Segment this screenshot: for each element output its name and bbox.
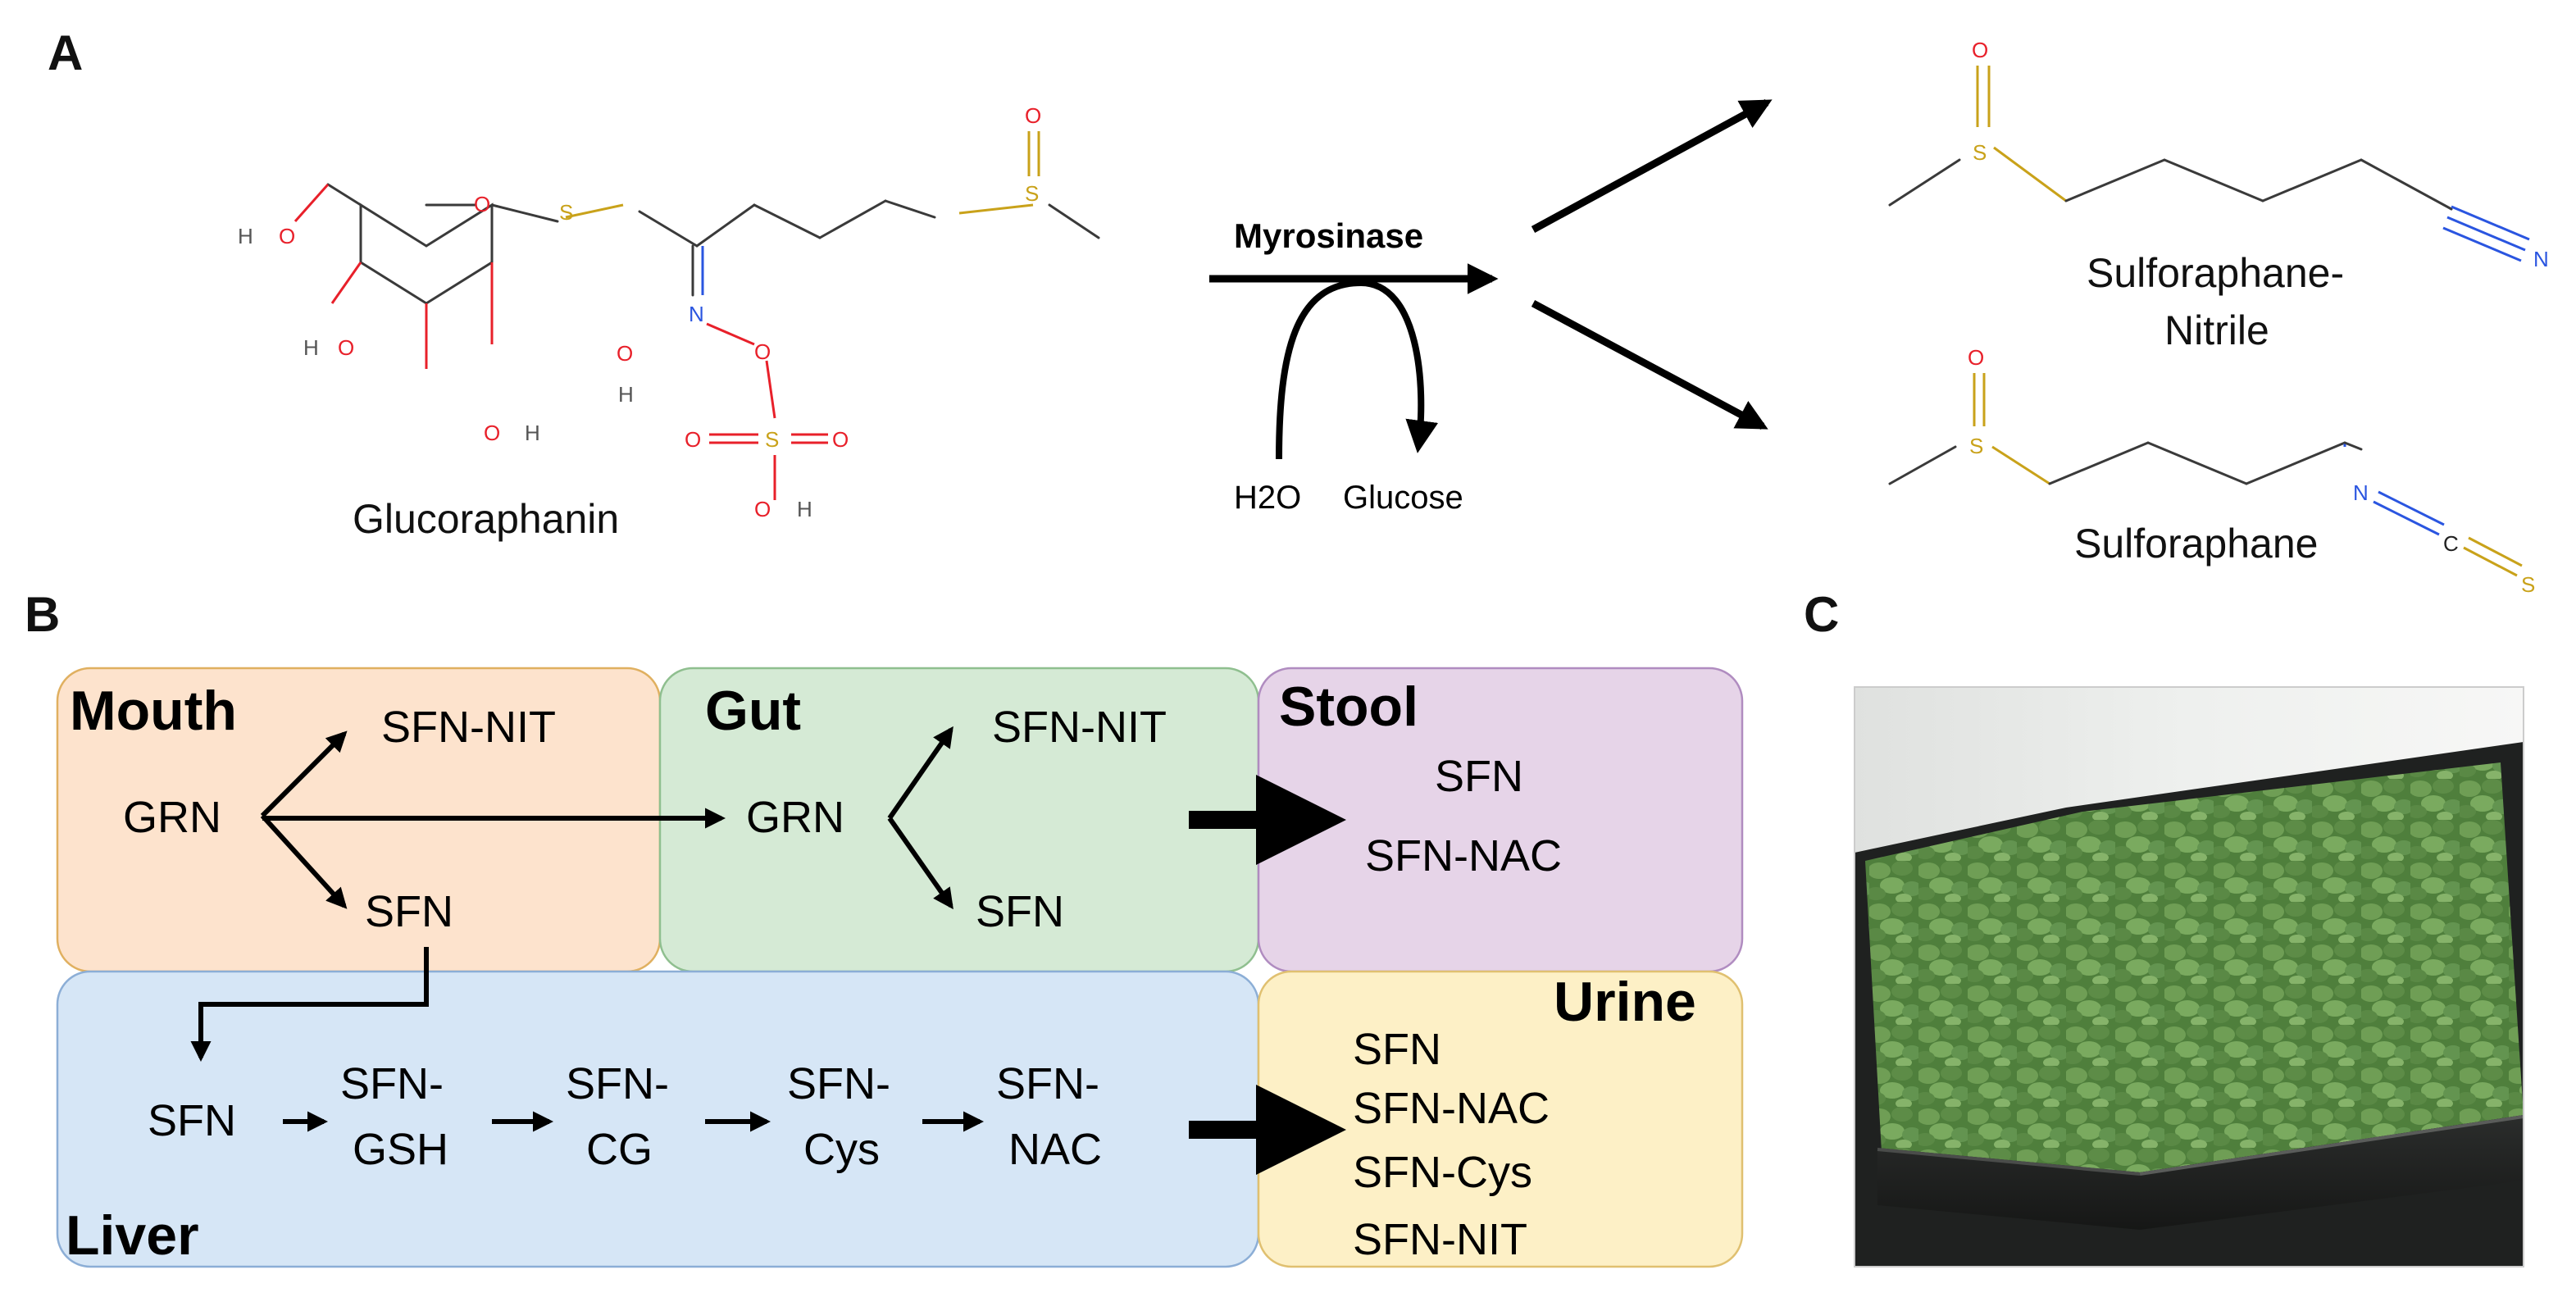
arrow-mouth-sfn	[260, 813, 348, 909]
myrosinase-label: Myrosinase	[1234, 216, 1423, 255]
mouth-sfn: SFN	[365, 887, 453, 936]
atom-o: O	[685, 427, 701, 452]
urine-item: SFN-NIT	[1353, 1215, 1527, 1264]
liver-step: SFN-	[340, 1059, 444, 1108]
arrow-to-nitrile	[1531, 99, 1773, 233]
glucoraphanin-label: Glucoraphanin	[353, 496, 619, 542]
atom-h: H	[238, 224, 253, 248]
cofactor-curved-arrow	[1276, 279, 1439, 460]
broccoli-sprouts-photo	[1854, 686, 2524, 1267]
panel-letter-a: A	[48, 25, 83, 80]
liver-step: NAC	[1008, 1125, 1102, 1174]
gut-sfn: SFN	[976, 887, 1064, 936]
atom-h: H	[525, 421, 540, 445]
atom-o: O	[754, 497, 771, 521]
atom-o: O	[474, 192, 490, 216]
atom-h: H	[797, 497, 812, 521]
atom-s: S	[1973, 140, 1987, 165]
atom-o: O	[1968, 345, 1984, 370]
liver-step: SFN-	[787, 1059, 890, 1108]
stool-title: Stool	[1279, 676, 1418, 738]
liver-step: SFN	[148, 1096, 236, 1145]
stool-item: SFN	[1435, 752, 1523, 801]
liver-step: SFN-	[566, 1059, 669, 1108]
glucoraphanin-structure: O S H O H O O H O H N O O S O O H O S	[238, 103, 1100, 521]
mouth-grn: GRN	[123, 793, 221, 842]
mouth-title: Mouth	[70, 680, 237, 742]
h2o-label: H2O	[1234, 480, 1301, 516]
liver-step: GSH	[353, 1125, 448, 1174]
liver-title: Liver	[66, 1204, 199, 1267]
gut-sfn-nit: SFN-NIT	[992, 703, 1167, 752]
urine-item: SFN	[1353, 1025, 1441, 1074]
atom-h: H	[303, 335, 319, 360]
atom-s: S	[1969, 434, 1983, 458]
arrow-to-sulforaphane	[1531, 300, 1768, 430]
arrow-gut-sfn	[887, 817, 953, 910]
atom-o: O	[279, 224, 295, 248]
panel-letter-c: C	[1804, 587, 1839, 642]
atom-o: O	[617, 341, 633, 366]
sulforaphane-label: Sulforaphane	[2074, 521, 2318, 567]
mouth-sfn-nit: SFN-NIT	[381, 703, 556, 752]
atom-s: S	[1025, 181, 1039, 206]
atom-s: S	[2521, 572, 2535, 597]
atom-s: S	[765, 427, 779, 452]
atom-o: O	[1972, 38, 1988, 62]
sulforaphane-structure: O S N C S	[1888, 345, 2535, 597]
arrow-mouth-nit	[260, 730, 348, 818]
arrow-gut-nit	[887, 726, 953, 820]
nitrile-label-line2: Nitrile	[2164, 307, 2269, 353]
nitrile-label-line1: Sulforaphane-	[2087, 250, 2344, 296]
atom-o: O	[338, 335, 354, 360]
liver-step: CG	[586, 1125, 653, 1174]
glucose-label: Glucose	[1343, 480, 1463, 516]
atom-h: H	[618, 382, 634, 407]
atom-o: O	[832, 427, 849, 452]
panel-letter-b: B	[25, 587, 60, 642]
atom-s: S	[559, 200, 573, 225]
arrow-mouth-to-liver	[190, 947, 429, 1063]
liver-box	[56, 970, 1260, 1268]
gut-grn: GRN	[746, 793, 844, 842]
liver-step: Cys	[803, 1125, 880, 1174]
atom-o: O	[754, 339, 771, 364]
atom-o: O	[1025, 103, 1041, 128]
sulforaphane-nitrile-structure: O S N	[1888, 38, 2549, 271]
atom-o: O	[484, 421, 500, 445]
urine-item: SFN-NAC	[1353, 1084, 1550, 1133]
atom-n: N	[2353, 480, 2369, 505]
atom-c: C	[2443, 531, 2459, 556]
atom-n: N	[689, 302, 704, 326]
stool-item: SFN-NAC	[1365, 831, 1562, 881]
urine-title: Urine	[1554, 971, 1696, 1033]
gut-title: Gut	[705, 680, 801, 742]
liver-step: SFN-	[996, 1059, 1099, 1108]
atom-n: N	[2533, 247, 2549, 271]
urine-item: SFN-Cys	[1353, 1148, 1532, 1197]
